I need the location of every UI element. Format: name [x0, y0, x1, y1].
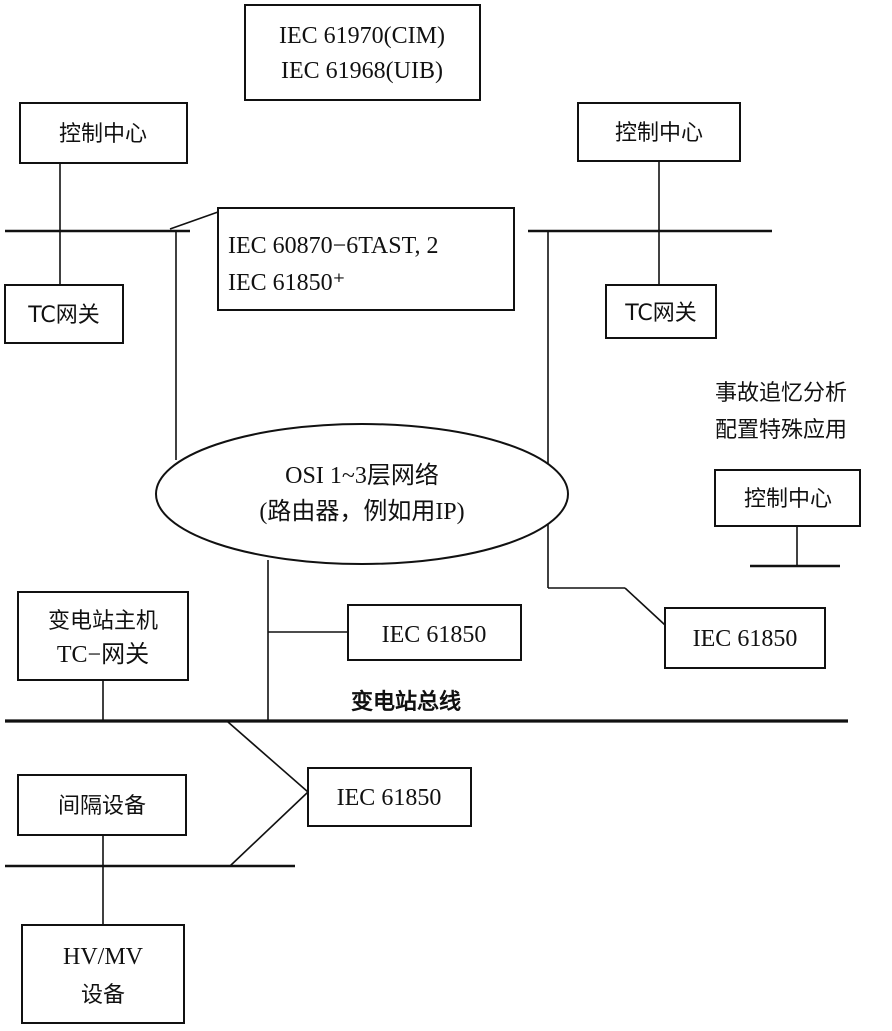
- special-app-line2: 配置特殊应用: [715, 418, 847, 443]
- wan-protocol-pointer: [169, 211, 219, 230]
- hv-mv-device: HV/MV 设备: [21, 924, 185, 1024]
- bay-device-label: 间隔设备: [58, 794, 146, 819]
- network-layer-label: OSI 1~3层网络: [285, 462, 439, 489]
- substation-gateway-label: TC−网关: [57, 641, 149, 668]
- substation-host: 变电站主机 TC−网关: [17, 591, 189, 681]
- iec61850-plus-label: IEC 61850⁺: [228, 270, 345, 296]
- iec61850-bay-label: IEC 61850: [337, 785, 442, 811]
- uib-standard-label: IEC 61968(UIB): [281, 58, 443, 84]
- right-iec-link-d: [624, 587, 666, 626]
- network-router-label: (路由器，例如用IP): [259, 498, 464, 525]
- iec60870-label: IEC 60870−6TAST, 2: [228, 233, 439, 259]
- hv-device-label: 设备: [81, 983, 125, 1008]
- osi-network: OSI 1~3层网络 (路由器，例如用IP): [155, 423, 569, 565]
- control-center-left-label: 控制中心: [59, 122, 147, 147]
- station-bus-label: 变电站总线: [351, 689, 461, 715]
- control-center-lower-label: 控制中心: [744, 487, 832, 512]
- tc-gateway-right-label: TC网关: [624, 301, 697, 326]
- substation-host-label: 变电站主机: [48, 609, 158, 634]
- cim-standard-label: IEC 61970(CIM): [279, 23, 445, 49]
- tc-gateway-left: TC网关: [4, 284, 124, 344]
- control-center-right: 控制中心: [577, 102, 741, 162]
- cim-standards-box: IEC 61970(CIM) IEC 61968(UIB): [244, 4, 481, 101]
- hv-mv-label: HV/MV: [63, 944, 144, 970]
- wan-protocol-box: IEC 60870−6TAST, 2 IEC 61850⁺: [217, 207, 515, 311]
- bay-iec-link-lower: [229, 791, 309, 867]
- control-center-left: 控制中心: [19, 102, 188, 164]
- tc-gateway-right: TC网关: [605, 284, 717, 339]
- iec61850-bay-box: IEC 61850: [307, 767, 472, 827]
- special-app-line1: 事故追忆分析: [715, 381, 847, 406]
- iec61850-right-label: IEC 61850: [693, 626, 798, 652]
- bay-iec-link-upper: [227, 721, 309, 793]
- iec61850-left-label: IEC 61850: [382, 622, 487, 648]
- tc-gateway-left-label: TC网关: [27, 303, 100, 328]
- control-center-lower: 控制中心: [714, 469, 861, 527]
- iec61850-right-box: IEC 61850: [664, 607, 826, 669]
- iec61850-left-box: IEC 61850: [347, 604, 522, 661]
- control-center-right-label: 控制中心: [615, 121, 703, 146]
- bay-device: 间隔设备: [17, 774, 187, 836]
